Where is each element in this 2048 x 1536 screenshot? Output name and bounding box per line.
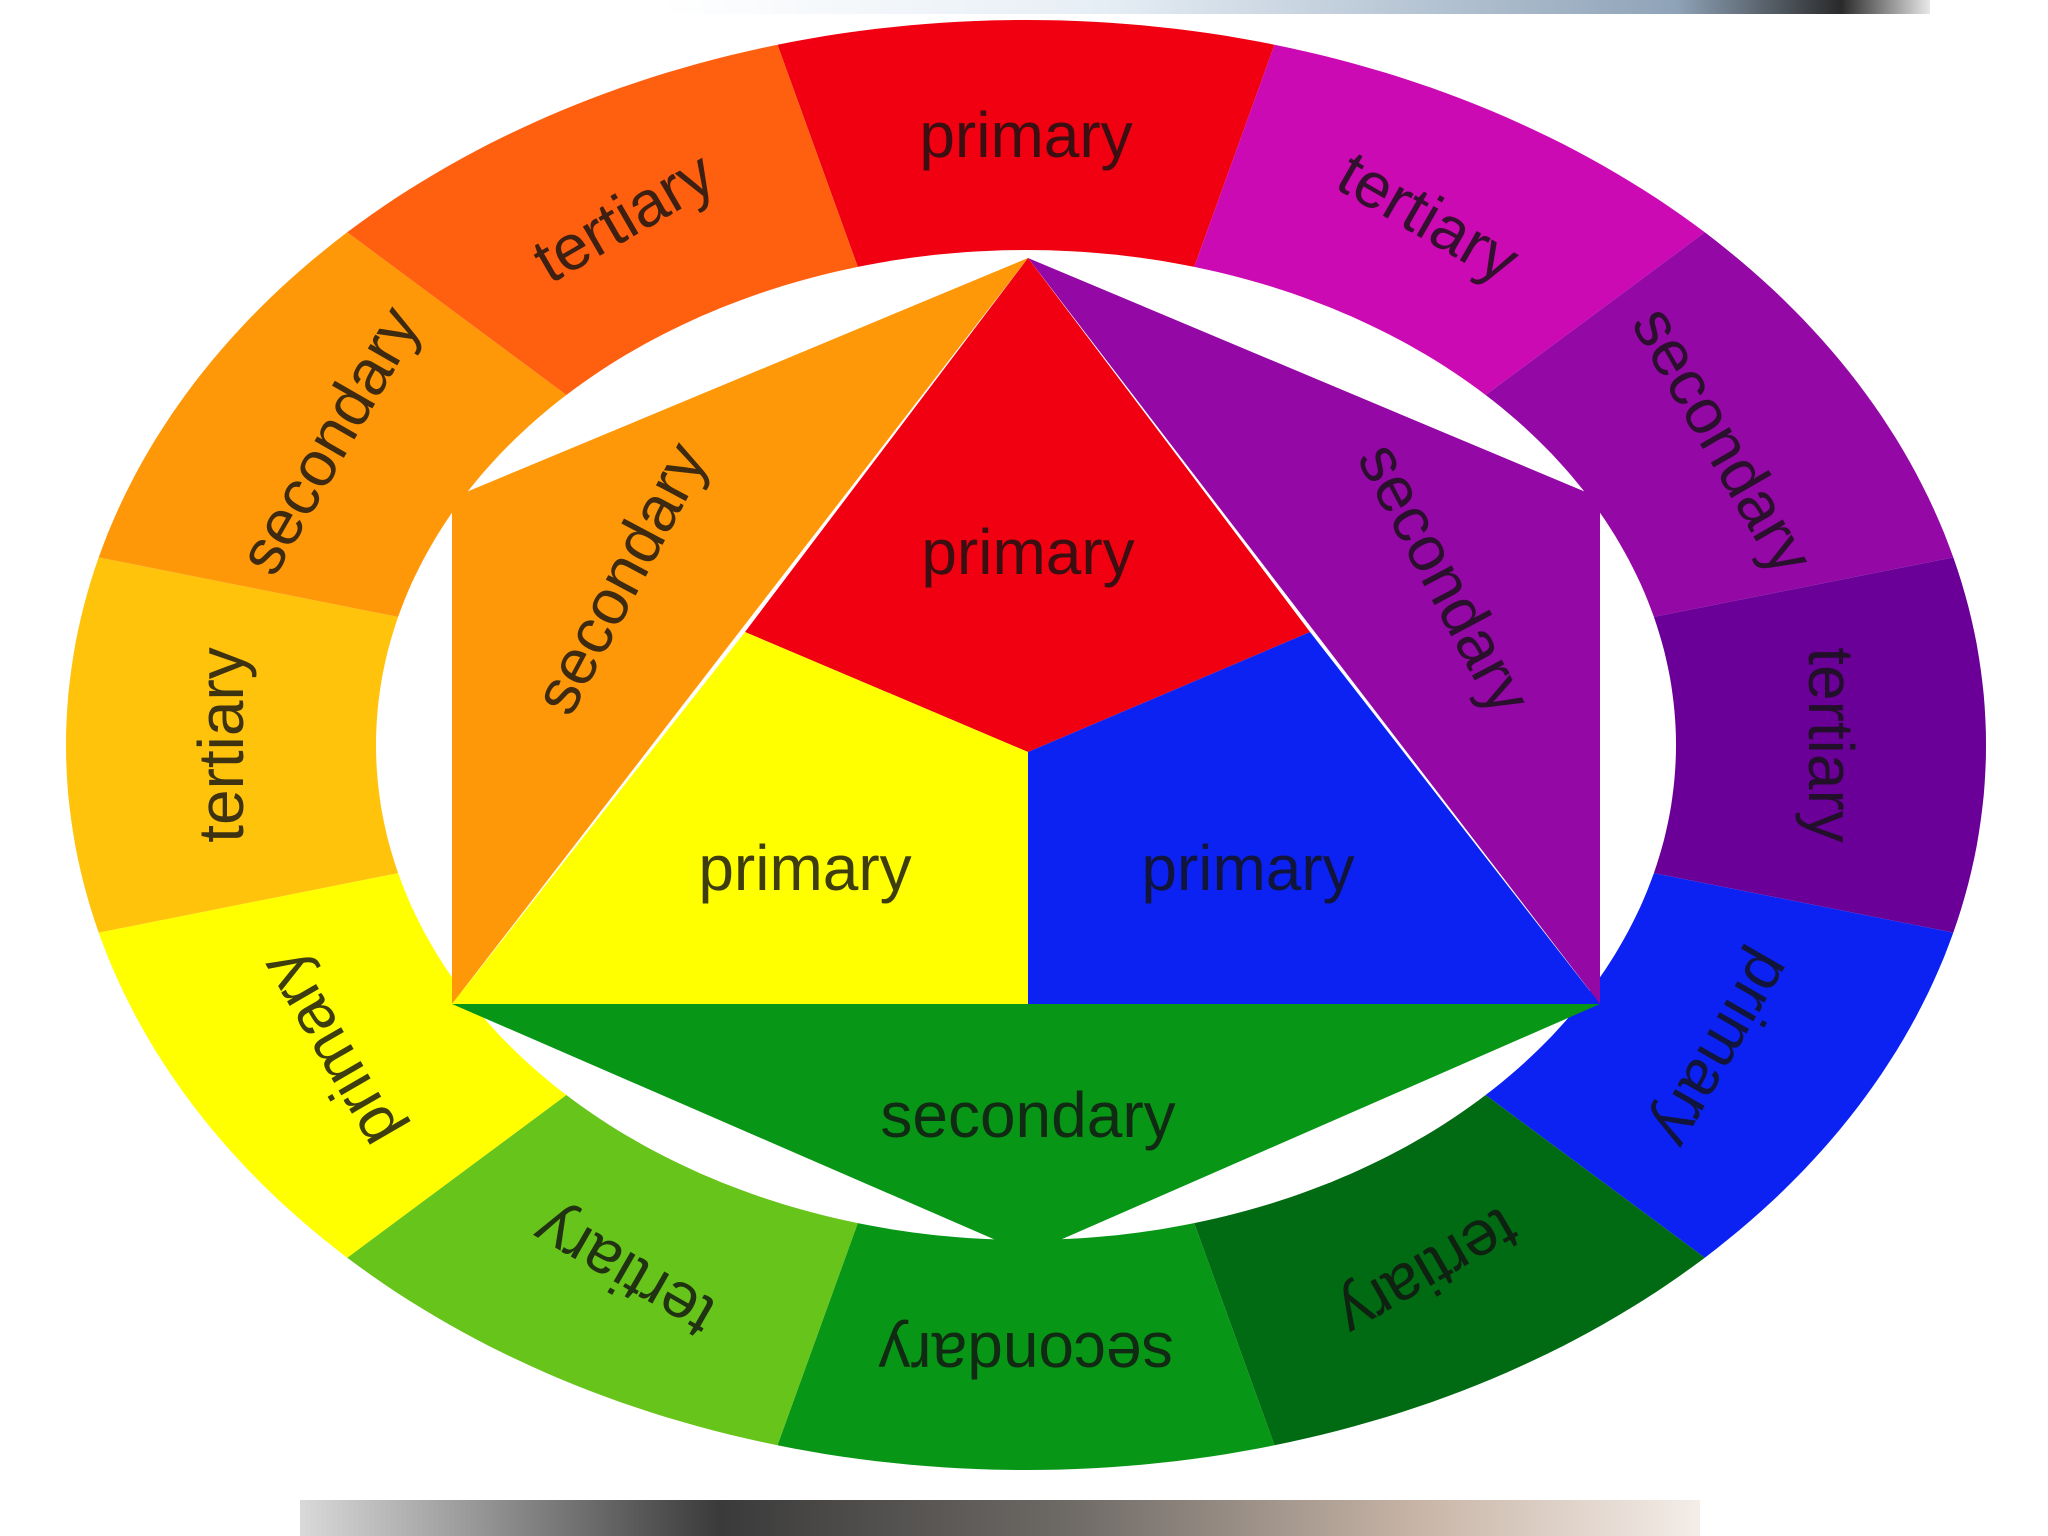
- ring-label-green: secondary: [878, 1319, 1173, 1391]
- ring-label-blue-violet: tertiary: [1795, 647, 1867, 843]
- hexagon-region-orange-wedge: [452, 258, 1028, 1004]
- hexagon-label-yellow-triangle: primary: [698, 832, 911, 904]
- ring-segment-orange: [98, 232, 567, 617]
- ring-label-yellow-orange: tertiary: [185, 647, 257, 843]
- hexagon-label-green-wedge: secondary: [880, 1079, 1175, 1151]
- ring-segment-red-violet: [1194, 44, 1705, 395]
- ring-segment-blue-violet: [1653, 557, 1986, 933]
- ring-segment-yellow: [98, 873, 567, 1258]
- hexagon-label-red-triangle: primary: [921, 516, 1134, 588]
- hexagon-region-blue-triangle: [1028, 632, 1600, 1004]
- bottom-photo-strip: [300, 1500, 1700, 1536]
- ring-segment-yellow-orange: [66, 557, 399, 933]
- ring-segment-red: [777, 20, 1275, 267]
- outer-ring: primarytertiarysecondarytertiaryprimaryt…: [66, 20, 1986, 1470]
- ring-segment-red-orange: [347, 44, 858, 395]
- hexagon-region-green-wedge: [452, 1004, 1600, 1254]
- hexagon-region-red-triangle: [745, 258, 1310, 752]
- ring-segment-yellow-green: [347, 1095, 858, 1446]
- hexagon-label-blue-triangle: primary: [1141, 832, 1354, 904]
- hexagon-region-yellow-triangle: [452, 632, 1028, 1004]
- ring-label-red: primary: [919, 99, 1132, 171]
- color-wheel: primarytertiarysecondarytertiaryprimaryt…: [66, 20, 1986, 1470]
- ring-segment-blue: [1485, 873, 1954, 1258]
- top-photo-strip: [660, 0, 1930, 14]
- hexagon-region-violet-wedge: [1028, 258, 1600, 1004]
- ring-segment-blue-green: [1194, 1095, 1705, 1446]
- ring-segment-green: [777, 1223, 1275, 1470]
- ring-segment-violet: [1485, 232, 1954, 617]
